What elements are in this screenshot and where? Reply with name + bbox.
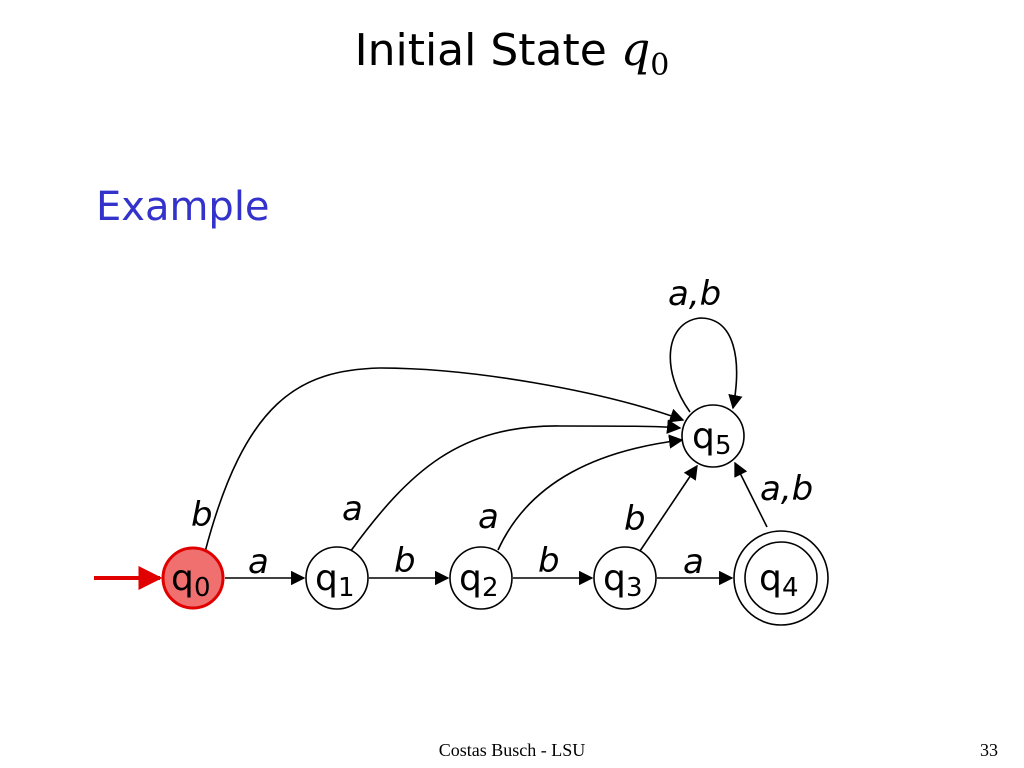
edge-q1-q5 xyxy=(349,419,682,553)
state-q2-symbol: q xyxy=(459,558,482,599)
title-text: Initial State xyxy=(354,25,607,76)
state-q5-subscript: 5 xyxy=(715,431,732,461)
label-q1-q5: a xyxy=(342,489,363,529)
state-q3: q 3 xyxy=(593,546,657,610)
edge-q3-q5 xyxy=(639,464,698,552)
label-q1-q2: b xyxy=(394,541,416,581)
page-number: 33 xyxy=(980,740,998,760)
label-q3-q5: b xyxy=(624,499,646,539)
state-q5: q 5 xyxy=(681,404,745,468)
label-q5-loop: a,b xyxy=(668,274,721,314)
state-q1: q 1 xyxy=(305,546,369,610)
state-q4-symbol: q xyxy=(759,558,782,599)
label-q0-q1: a xyxy=(248,542,269,582)
edge-q0-q5 xyxy=(204,367,685,553)
label-q3-q4: a xyxy=(683,542,704,582)
edge-q2-q5 xyxy=(497,434,684,551)
label-q0-q5: b xyxy=(191,495,213,535)
state-q1-symbol: q xyxy=(315,558,338,599)
state-q2-subscript: 2 xyxy=(482,573,499,603)
state-q4-subscript: 4 xyxy=(782,573,799,603)
state-q1-subscript: 1 xyxy=(338,573,355,603)
state-q3-subscript: 3 xyxy=(626,573,643,603)
state-q4: q 4 xyxy=(733,530,829,626)
label-q2-q5: a xyxy=(478,497,499,537)
title-state-symbol: q0 xyxy=(620,22,670,84)
footer-credit: Costas Busch - LSU xyxy=(438,740,586,760)
slide-title: Initial State q0 xyxy=(0,22,1024,83)
state-q2: q 2 xyxy=(449,546,513,610)
state-q0: q 0 xyxy=(161,546,225,610)
state-q0-subscript: 0 xyxy=(194,573,211,603)
label-q4-q5: a,b xyxy=(760,469,813,509)
label-q2-q3: b xyxy=(538,541,560,581)
edge-q5-loop xyxy=(669,317,743,413)
state-q5-symbol: q xyxy=(692,416,715,457)
edge-q4-q5 xyxy=(734,461,768,528)
state-q0-symbol: q xyxy=(171,558,194,599)
example-heading: Example xyxy=(96,184,270,230)
state-q3-symbol: q xyxy=(603,558,626,599)
